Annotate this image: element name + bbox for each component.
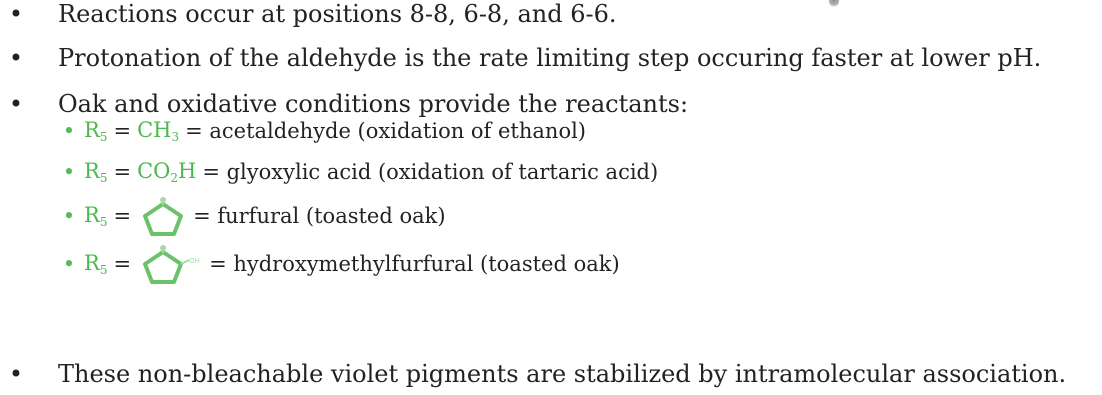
reactant-description: = furfural (toasted oak) [193,204,446,228]
bullet-marker: • [8,90,24,118]
equals-sign: = [113,119,132,143]
hydroxyl-label: OH [189,257,200,265]
formula: CO2H [137,159,197,185]
bullet-text: Reactions occur at positions 8-8, 6-8, a… [58,0,617,28]
reactant-description: = hydroxymethylfurfural (toasted oak) [209,252,620,276]
bullet-marker: • [8,44,24,72]
bullet-marker: • [8,0,24,28]
bullet-text: These non-bleachable violet pigments are… [58,360,1067,388]
formula: CH3 [137,118,180,144]
r-group-label: R5 [84,203,108,229]
r-group-label: R5 [84,159,108,185]
equals-sign: = [113,204,132,228]
stray-mark [829,0,839,8]
bullet-text: Protonation of the aldehyde is the rate … [58,44,1042,72]
sub-bullet-marker: • [62,252,76,276]
sub-bullet-marker: • [62,160,76,184]
equals-sign: = [113,252,132,276]
furan-ring-icon [143,197,184,236]
hydroxymethylfuran-ring-icon: OH [143,245,200,284]
sub-bullet-marker: • [62,119,76,143]
reactant-description: = acetaldehyde (oxidation of ethanol) [185,119,586,143]
r-group-label: R5 [84,251,108,277]
sub-bullet-marker: • [62,204,76,228]
equals-sign: = [113,160,132,184]
bullet-text: Oak and oxidative conditions provide the… [58,90,689,118]
r-group-label: R5 [84,118,108,144]
reactant-description: = glyoxylic acid (oxidation of tartaric … [202,160,659,184]
bullet-marker: • [8,360,24,388]
